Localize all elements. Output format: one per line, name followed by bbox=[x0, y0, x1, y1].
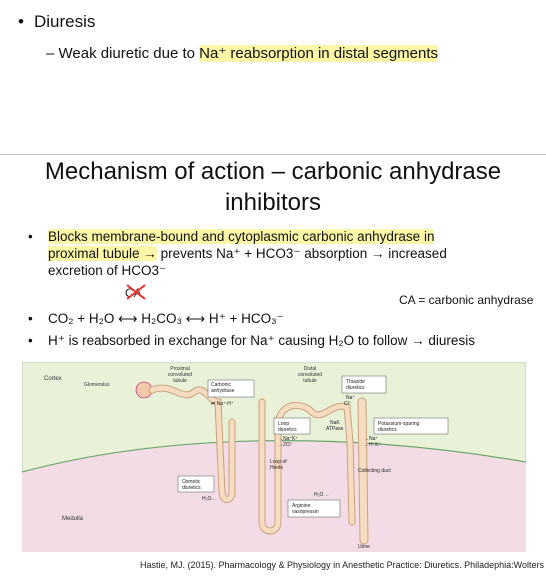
cross-out-icon bbox=[126, 284, 146, 300]
medulla-region bbox=[22, 440, 526, 552]
bullet-h-reabsorbed: • H⁺ is reabsorbed in exchange for Na⁺ c… bbox=[28, 332, 528, 349]
bullet-equation: • CO₂ + H₂O ⟷ H₂CO₃ ⟷ H⁺ + HCO₃⁻ bbox=[28, 310, 448, 327]
title-line-1: Mechanism of action – carbonic anhydrase bbox=[44, 158, 502, 185]
urine-label: Urine bbox=[358, 544, 370, 550]
bullet-diuresis: • Diuresis bbox=[18, 12, 95, 32]
bullet-h-text: H⁺ is reabsorbed in exchange for Na⁺ cau… bbox=[48, 333, 475, 348]
citation: Hastie, MJ. (2015). Pharmacology & Physi… bbox=[139, 560, 544, 570]
bullet-dot: • bbox=[28, 333, 33, 348]
title-line-2: inhibitors bbox=[224, 189, 322, 216]
bullet-dot: • bbox=[18, 12, 24, 31]
bullet-diuresis-text: Diuresis bbox=[33, 12, 96, 31]
svg-text:H₂O←: H₂O← bbox=[202, 496, 216, 502]
equation-text: CO₂ + H₂O ⟷ H₂CO₃ ⟷ H⁺ + HCO₃⁻ bbox=[48, 311, 284, 326]
slide-title: Mechanism of action – carbonic anhydrase… bbox=[0, 156, 546, 218]
bullet-dot: • bbox=[28, 311, 33, 326]
bullet-dot: • bbox=[28, 229, 33, 244]
cortex-label: Cortex bbox=[44, 376, 62, 382]
bullet-blocks-rest: prevents Na⁺ + HCO3⁻ absorption → increa… bbox=[48, 246, 447, 278]
svg-text:⇄ Na⁺-H⁺: ⇄ Na⁺-H⁺ bbox=[211, 401, 234, 407]
svg-text:→Na⁺←H⁺K⁺: →Na⁺←H⁺K⁺ bbox=[364, 436, 382, 448]
sub-bullet-weak-diuretic: – Weak diuretic due to Na⁺ reabsorption … bbox=[46, 44, 439, 62]
sub-dash: – bbox=[46, 45, 55, 62]
medulla-label: Medulla bbox=[62, 516, 84, 522]
collecting-duct-label: Collecting duct bbox=[358, 468, 391, 474]
sub-bullet-highlight: Na⁺ reabsorption in distal segments bbox=[199, 45, 439, 62]
water-label: H₂O ← bbox=[314, 492, 330, 498]
ca-definition: CA = carbonic anhydrase bbox=[399, 293, 534, 307]
svg-text:→Na⁺K⁺→2Cl⁻: →Na⁺K⁺→2Cl⁻ bbox=[278, 436, 298, 448]
glomerulus-label: Glomerulus bbox=[84, 382, 110, 388]
svg-text:Na⁺Cl⁻: Na⁺Cl⁻ bbox=[344, 395, 355, 407]
bullet-blocks-ca: • Blocks membrane-bound and cytoplasmic … bbox=[28, 228, 488, 279]
slide-divider bbox=[0, 154, 546, 155]
sub-bullet-prefix: Weak diuretic due to bbox=[58, 45, 200, 62]
